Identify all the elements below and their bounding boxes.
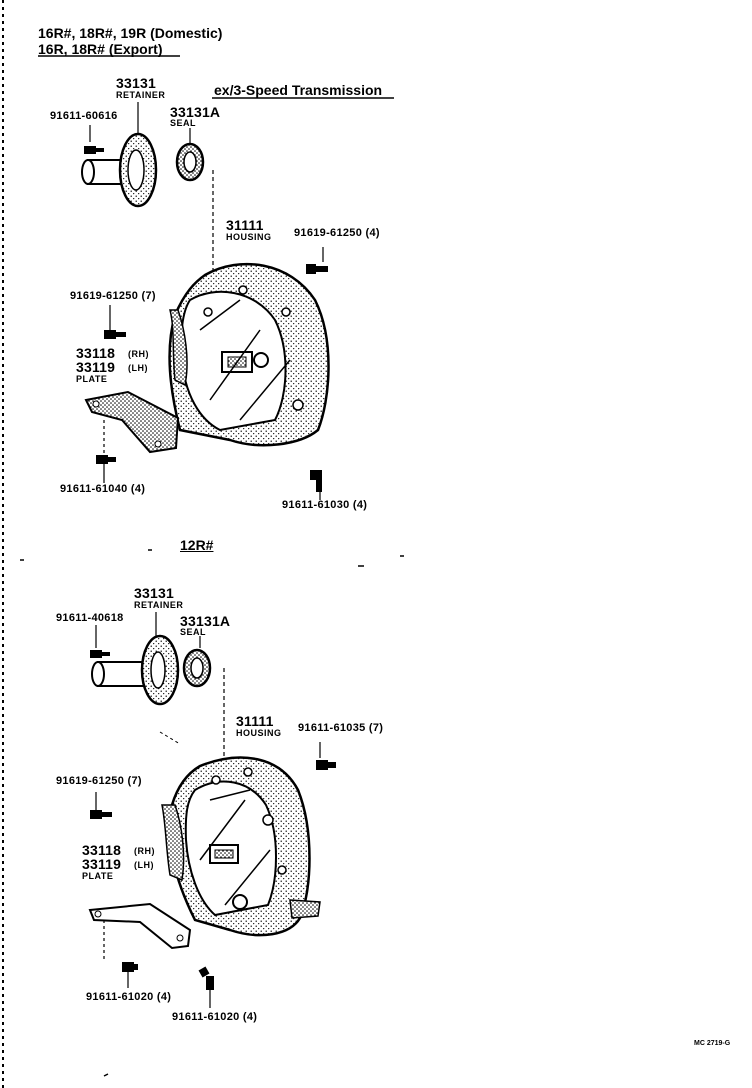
retainer-part-bottom [91, 634, 180, 706]
housing-part-top [168, 262, 330, 447]
bolt-plate-number: 91611-61040 (4) [60, 483, 146, 495]
seal-part-name-bottom: SEAL [180, 627, 207, 637]
bolt-housing-left-number: 91619-61250 (7) [70, 290, 156, 302]
bolt-plate-top [96, 455, 116, 464]
plate-part-bottom [88, 902, 192, 950]
bolt-retainer-number-bottom: 91611-40618 [56, 612, 124, 624]
plate-rh-number: 33118 [76, 345, 116, 361]
housing-part-number-bottom: 31111 [236, 713, 274, 729]
bolt-bottom-top [310, 470, 322, 492]
seal-part-bottom [182, 648, 212, 688]
retainer-part-name: RETAINER [116, 90, 166, 100]
bolt-plate-number-bottom: 91611-61020 (4) [86, 991, 172, 1003]
housing-part-number: 31111 [226, 217, 264, 233]
bolt-housing-right-bottom [316, 760, 336, 770]
plate-rh-number-bottom: 33118 [82, 842, 122, 858]
bolt-housing-right-number-bottom: 91611-61035 (7) [298, 722, 384, 734]
plate-lh-side-bottom: (LH) [134, 860, 154, 870]
bolt-plate-bottom [122, 962, 138, 972]
plate-rh-side: (RH) [128, 349, 149, 359]
bolt-retainer-top [84, 146, 104, 154]
bolt-bottom-number: 91611-61030 (4) [282, 499, 368, 511]
bolt-housing-left-top [104, 330, 126, 339]
plate-lh-number-bottom: 33119 [82, 856, 122, 872]
header-line-2: 16R, 18R# (Export) [38, 41, 163, 57]
section-title-12r: 12R# [180, 537, 214, 553]
transmission-note: ex/3-Speed Transmission [214, 82, 383, 98]
bolt-housing-left-number-bottom: 91619-61250 (7) [56, 775, 142, 787]
plate-rh-side-bottom: (RH) [134, 846, 155, 856]
bolt-housing-right-top [306, 264, 328, 274]
seal-part-name: SEAL [170, 118, 197, 128]
bolt-retainer-bottom [90, 650, 110, 658]
seal-part-top [175, 142, 205, 182]
plate-part-name-bottom: PLATE [82, 871, 114, 881]
housing-part-name: HOUSING [226, 232, 272, 242]
bolt-retainer-number: 91611-60616 [50, 110, 118, 122]
retainer-part-number-bottom: 33131 [134, 585, 174, 601]
seal-part-number-bottom: 33131A [180, 613, 231, 629]
housing-part-name-bottom: HOUSING [236, 728, 282, 738]
retainer-part-number: 33131 [116, 75, 156, 91]
plate-part-name: PLATE [76, 374, 108, 384]
plate-lh-number: 33119 [76, 359, 116, 375]
header-line-1: 16R#, 18R#, 19R (Domestic) [38, 25, 223, 41]
bolt-housing-left-bottom [90, 810, 112, 819]
seal-part-number: 33131A [170, 104, 221, 120]
retainer-part-name-bottom: RETAINER [134, 600, 184, 610]
plate-part-top [84, 390, 180, 454]
plate-lh-side: (LH) [128, 363, 148, 373]
housing-part-bottom [161, 756, 321, 937]
bolt-bottom-number-bottom: 91611-61020 (4) [172, 1011, 258, 1023]
figure-code: MC 2719-G [694, 1040, 731, 1047]
bolt-bottom-bottom [198, 966, 214, 990]
bolt-housing-right-number: 91619-61250 (4) [294, 227, 380, 239]
retainer-part-top [81, 132, 158, 208]
